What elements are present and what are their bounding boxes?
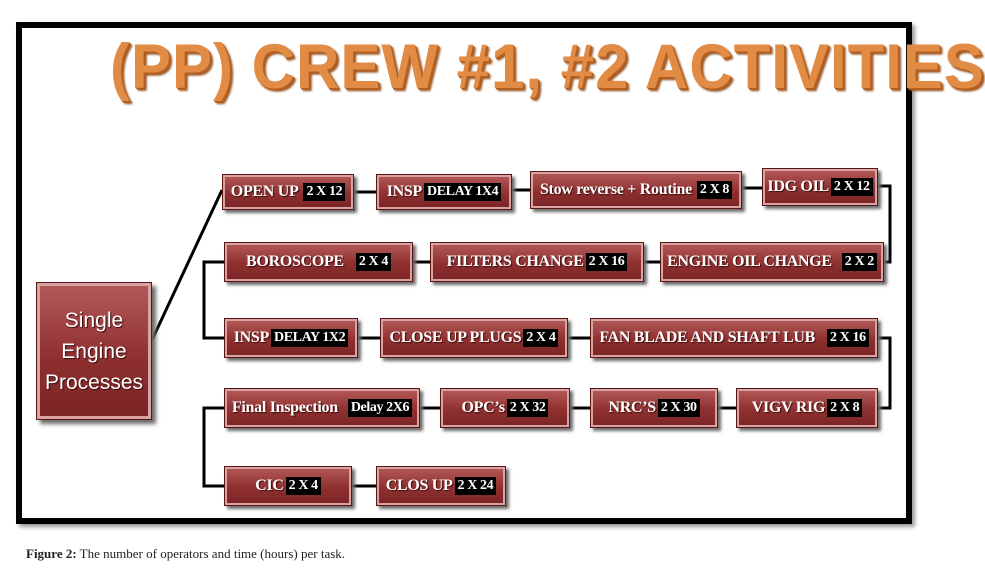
task-label: CIC — [255, 477, 284, 494]
task-label: FAN BLADE AND SHAFT LUB — [599, 329, 815, 346]
connector — [202, 260, 224, 340]
task-crew-time: 2 X 16 — [826, 329, 869, 347]
task-insp-delay-2: INSP DELAY 1X2 — [224, 318, 358, 358]
task-label: BOROSCOPE — [246, 253, 344, 270]
task-label: OPC’s — [461, 399, 506, 416]
task-idg-oil: IDG OIL 2 X 12 — [762, 168, 878, 206]
task-crew-time: 2 X 12 — [830, 178, 873, 196]
task-fan-blade-shaft-lub: FAN BLADE AND SHAFT LUB 2 X 16 — [590, 318, 878, 358]
task-insp-delay: INSP DELAY 1X4 — [376, 174, 512, 210]
connector — [878, 336, 892, 410]
start-line-3: Processes — [44, 370, 144, 394]
connector — [202, 406, 224, 488]
task-nrcs: NRC’S 2 X 30 — [590, 388, 718, 428]
task-opcs: OPC’s 2 X 32 — [440, 388, 570, 428]
task-filters-change: FILTERS CHANGE 2 X 16 — [430, 242, 644, 282]
task-crew-time: 2 X 4 — [355, 253, 391, 271]
caption-text: The number of operators and time (hours)… — [76, 546, 346, 561]
task-cic: CIC 2 X 4 — [224, 466, 352, 506]
start-line-1: Single — [64, 308, 124, 332]
connector-start — [150, 189, 224, 341]
task-crew-time: 2 X 4 — [285, 477, 321, 495]
task-open-up: OPEN UP 2 X 12 — [222, 174, 354, 210]
task-stow-reverse-routine: Stow reverse + Routine 2 X 8 — [530, 171, 742, 209]
task-label: CLOSE UP PLUGS — [389, 329, 522, 346]
task-crew-time: DELAY 1X4 — [424, 183, 502, 201]
task-crew-time: 2 X 30 — [657, 399, 700, 417]
caption-prefix: Figure 2: — [26, 546, 77, 561]
task-crew-time: 2 X 2 — [841, 253, 877, 271]
task-label: VIGV RIG — [751, 399, 826, 416]
connector — [878, 184, 892, 264]
task-crew-time: 2 X 8 — [827, 399, 863, 417]
single-engine-processes-box: Single Engine Processes — [36, 282, 152, 420]
task-clos-up: CLOS UP 2 X 24 — [376, 466, 506, 506]
task-label: NRC’S — [608, 399, 656, 416]
task-crew-time: DELAY 1X2 — [271, 329, 349, 347]
start-line-2: Engine — [61, 339, 127, 363]
task-boroscope: BOROSCOPE 2 X 4 — [224, 242, 413, 282]
connector-lines — [150, 184, 892, 488]
task-label: Stow reverse + Routine — [539, 181, 692, 198]
diagram-title: (PP) CREW #1, #2 ACTIVITIES — [110, 31, 985, 102]
task-crew-time: 2 X 24 — [454, 477, 497, 495]
task-crew-time: Delay 2X6 — [347, 399, 413, 417]
task-final-inspection: Final Inspection Delay 2X6 — [224, 388, 420, 428]
task-label: INSP — [233, 329, 270, 346]
task-label: ENGINE OIL CHANGE — [667, 253, 832, 270]
task-crew-time: 2 X 8 — [696, 181, 733, 199]
task-label: INSP — [386, 183, 423, 200]
task-label: OPEN UP — [230, 183, 299, 200]
task-vigv-rig: VIGV RIG 2 X 8 — [736, 388, 878, 428]
task-label: CLOS UP — [385, 477, 453, 494]
task-engine-oil-change: ENGINE OIL CHANGE 2 X 2 — [660, 242, 884, 282]
task-label: IDG OIL — [767, 178, 829, 195]
task-crew-time: 2 X 32 — [506, 399, 549, 417]
task-crew-time: 2 X 12 — [303, 183, 346, 201]
task-crew-time: 2 X 4 — [523, 329, 559, 347]
figure-caption: Figure 2: The number of operators and ti… — [26, 546, 345, 562]
task-label: Final Inspection — [231, 399, 338, 416]
task-label: FILTERS CHANGE — [446, 253, 584, 270]
task-crew-time: 2 X 16 — [585, 253, 628, 271]
task-close-up-plugs: CLOSE UP PLUGS 2 X 4 — [380, 318, 568, 358]
